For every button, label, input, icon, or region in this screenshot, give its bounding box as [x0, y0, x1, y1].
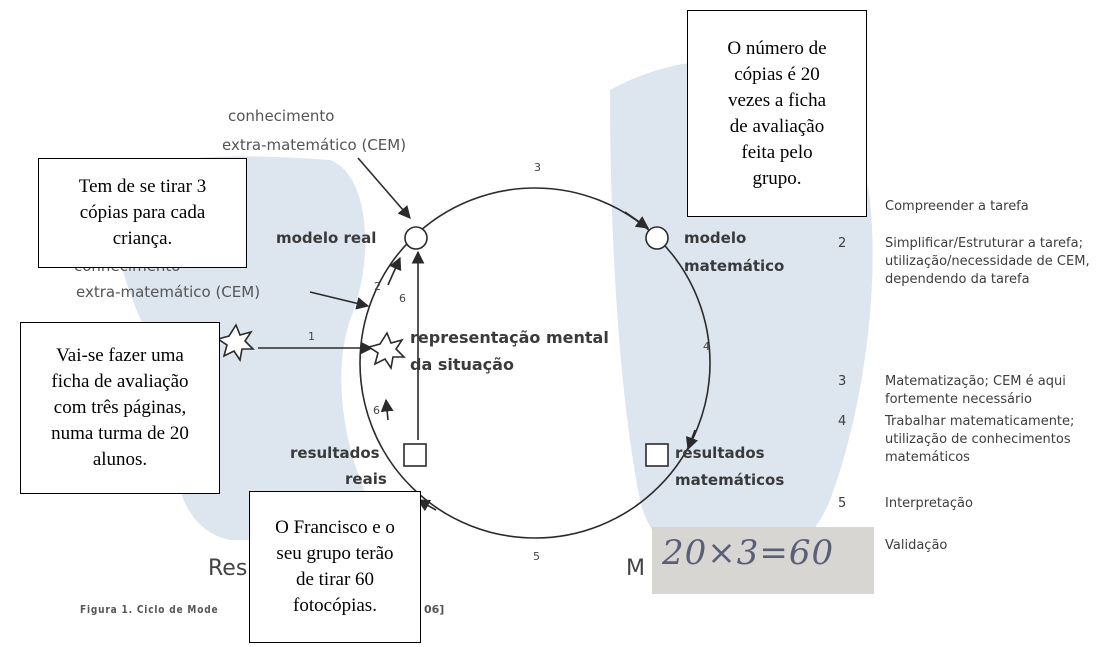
- legend-item-6-text: Validação: [885, 538, 948, 553]
- annotation-line: de tirar 60: [295, 569, 375, 590]
- arrow-3: [624, 211, 650, 229]
- annotation-line: com três páginas,: [53, 397, 187, 418]
- annotation-line: O número de: [727, 37, 827, 59]
- legend-item-3-number: 3: [838, 374, 847, 389]
- math-model-label-line2: matemático: [684, 257, 784, 275]
- annotation-line: cópias é 20: [734, 63, 820, 85]
- mental-representation-line2: da situação: [410, 355, 514, 374]
- math-results-label-line1: resultados: [675, 444, 765, 462]
- cem-arrow-top: [357, 157, 411, 219]
- handwritten-calculation: 20×3=60: [662, 533, 835, 573]
- annotation-line: de avaliação: [729, 115, 825, 137]
- arrow-4: [685, 429, 698, 451]
- annotation-line: Tem de se tirar 3: [78, 176, 207, 197]
- partial-heading-right: M: [626, 556, 645, 581]
- arrow-2-cycle: [387, 256, 402, 286]
- annotation-line: ficha de avaliação: [51, 371, 189, 392]
- partial-heading-left: Res: [208, 556, 247, 581]
- figure-caption: Figura 1. Ciclo de Mode: [80, 603, 218, 616]
- annotation-line: seu grupo terão: [276, 543, 394, 564]
- real-results-label-line1: resultados: [290, 444, 380, 462]
- step-number-6-cycle: 6: [373, 404, 380, 417]
- node-real-results-square: [403, 443, 427, 467]
- annotation-line: fotocópias.: [293, 595, 377, 616]
- node-math-model-circle: [645, 226, 669, 250]
- figure-caption-tail: 06]: [424, 603, 445, 616]
- legend-item-1-text: Compreender a tarefa: [885, 199, 1029, 214]
- step-number-4: 4: [703, 340, 710, 353]
- real-results-label-line2: reais: [345, 470, 387, 488]
- arrow-6-cycle: [380, 398, 394, 421]
- cem-top-label-line1: conhecimento: [228, 107, 335, 125]
- step-number-6-inner: 6: [399, 292, 406, 305]
- annotation-box-photocopies-result: O Francisco e o seu grupo terão de tirar…: [249, 491, 421, 643]
- annotation-box-per-child: Tem de se tirar 3 cópias para cada crian…: [38, 158, 247, 268]
- step-number-3: 3: [534, 161, 541, 174]
- node-math-results-square: [645, 443, 669, 467]
- math-results-label-line2: matemáticos: [675, 471, 784, 489]
- legend-item-2-number: 2: [838, 236, 847, 251]
- legend-item-2-text: Simplificar/Estruturar a tarefa; utiliza…: [885, 236, 1090, 287]
- annotation-line: numa turma de 20: [51, 423, 189, 444]
- arrow-5: [416, 499, 437, 512]
- annotation-line: O Francisco e o: [275, 517, 395, 538]
- annotation-line: cópias para cada: [79, 202, 206, 223]
- star-mental-representation: [367, 331, 406, 371]
- cem-arrow-middle: [309, 291, 370, 310]
- legend-item-4-number: 4: [838, 414, 847, 429]
- math-model-label-line1: modelo: [684, 229, 746, 247]
- annotation-box-copies-rule: O número de cópias é 20 vezes a ficha de…: [687, 10, 867, 217]
- handwritten-calculation-photo: 20×3=60: [652, 527, 874, 594]
- cem-middle-label-line2: extra-matemático (CEM): [76, 283, 260, 301]
- annotation-line: alunos.: [92, 449, 148, 470]
- figure-caption-visible: Figura 1. Ciclo de Mode: [80, 603, 219, 616]
- annotation-line: criança.: [112, 228, 173, 249]
- real-model-label: modelo real: [276, 229, 376, 247]
- annotation-line: feita pelo: [741, 141, 813, 163]
- mental-representation-line1: representação mental: [410, 328, 609, 347]
- step-number-2: 2: [374, 280, 381, 293]
- cem-top-label-line2: extra-matemático (CEM): [222, 136, 406, 154]
- legend-item-3-text: Matematização; CEM é aqui fortemente nec…: [885, 374, 1066, 407]
- node-real-model-circle: [404, 226, 428, 250]
- legend-item-4-text: Trabalhar matematicamente; utilização de…: [885, 414, 1075, 465]
- annotation-line: vezes a ficha: [727, 89, 827, 111]
- annotation-line: grupo.: [752, 167, 802, 189]
- legend-item-5-number: 5: [838, 496, 847, 511]
- step-number-1: 1: [308, 330, 315, 343]
- legend-item-5-text: Interpretação: [885, 496, 973, 511]
- annotation-box-evaluation-sheet: Vai-se fazer uma ficha de avaliação com …: [20, 322, 220, 494]
- cycle-circle: [359, 187, 711, 539]
- step-number-5: 5: [533, 550, 540, 563]
- annotation-line: Vai-se fazer uma: [56, 345, 184, 366]
